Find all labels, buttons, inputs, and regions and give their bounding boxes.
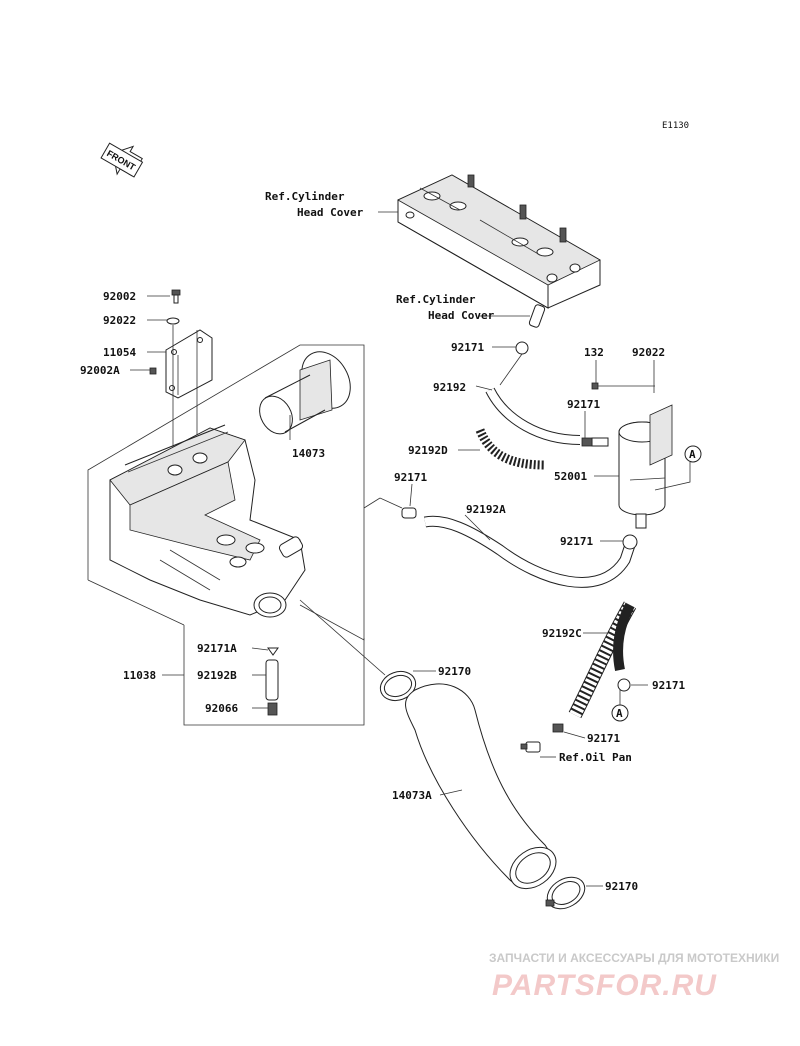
ref-oil-pan-label: Ref.Oil Pan [559,751,632,764]
part-label-92171-mid: 92171 [567,398,600,411]
cap-92066-drawing [267,702,278,716]
separator-tank-11038-drawing [109,424,306,618]
clamp-92170-top-drawing [379,670,417,702]
callout-a-upper-label: A [689,448,696,461]
watermark-tagline: ЗАПЧАСТИ И АКСЕССУАРЫ ДЛЯ МОТОТЕХНИКИ [489,951,779,965]
cylinder-head-cover-drawing [397,174,601,328]
clamp-92171-c2-drawing [552,723,564,733]
callout-a-upper-marker [684,445,702,463]
part-label-92192: 92192 [433,381,466,394]
part-label-14073a: 14073A [392,789,432,802]
oil-pan-fitting-drawing [520,741,541,753]
washer-92022-drawing [166,317,180,325]
part-label-92171a: 92171A [197,642,237,655]
part-label-92022-right: 92022 [632,346,665,359]
bolt-92002a-drawing [149,367,157,375]
bolt-132-drawing [591,382,655,390]
part-label-92171-c1: 92171 [652,679,685,692]
part-label-92171-left: 92171 [394,471,427,484]
clamp-92171-right-drawing [622,534,638,550]
part-label-92022-left: 92022 [103,314,136,327]
part-label-92171-c2: 92171 [587,732,620,745]
callout-a-lower-label: A [616,707,623,720]
part-label-92192b: 92192B [197,669,237,682]
part-label-92170-bottom: 92170 [605,880,638,893]
part-label-92002: 92002 [103,290,136,303]
clamp-92170-bottom-drawing [545,876,586,910]
hose-92192a-drawing [423,515,636,588]
hose-92192d-drawing [475,428,546,470]
part-label-92066: 92066 [205,702,238,715]
duct-14073a-drawing [405,683,557,890]
part-label-132: 132 [584,346,604,359]
ref-cylinder-head-cover-label-2a: Ref.Cylinder [396,293,476,306]
bolt-92002-drawing [171,289,181,304]
part-label-92002a: 92002A [80,364,120,377]
bracket-11054-drawing [165,329,213,399]
part-label-92171-right: 92171 [560,535,593,548]
part-label-92170-top: 92170 [438,665,471,678]
ref-cylinder-head-cover-label-1a: Ref.Cylinder [265,190,345,203]
clamp-92171-c1-drawing [617,678,631,692]
part-label-92171-top: 92171 [451,341,484,354]
part-label-92192a: 92192A [466,503,506,516]
part-label-92192d: 92192D [408,444,448,457]
catch-tank-52001-drawing [581,404,673,529]
clip-92171a-drawing [267,647,279,656]
diagram-code: E1130 [662,121,689,131]
callout-a-lower-marker [611,704,629,722]
ref-cylinder-head-cover-label-2b: Head Cover [428,309,495,322]
clamp-92171-left-drawing [401,507,417,519]
part-label-92192c: 92192C [542,627,582,640]
duct-14073-drawing [259,351,351,435]
part-label-52001: 52001 [554,470,587,483]
part-label-11054: 11054 [103,346,136,359]
clamp-92171-top-drawing [515,341,529,355]
part-label-14073: 14073 [292,447,325,460]
part-label-11038: 11038 [123,669,156,682]
hose-92192b-drawing [265,659,279,701]
hose-92192c-drawing [568,601,637,719]
ref-cylinder-head-cover-label-1b: Head Cover [297,206,364,219]
watermark-brand: PARTSFOR.RU [492,969,717,1002]
front-arrow-icon: FRONT [100,142,144,178]
